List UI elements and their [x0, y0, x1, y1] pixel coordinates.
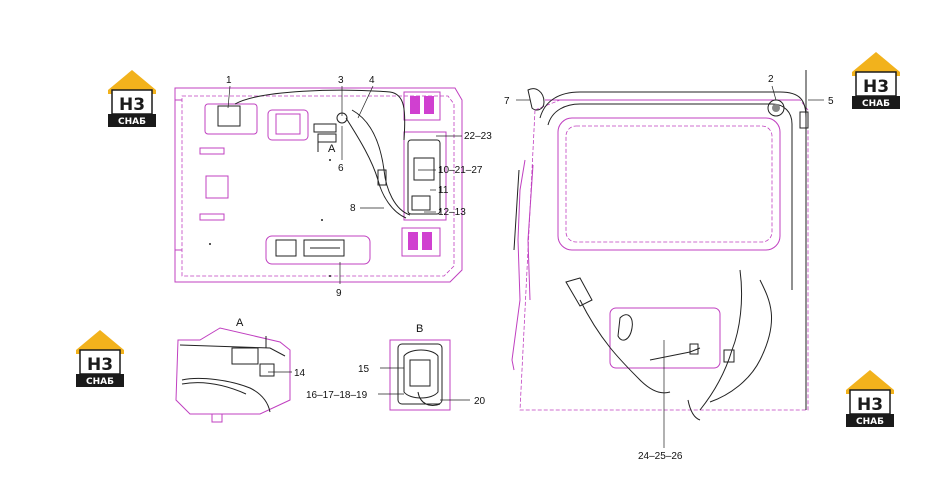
callout-24-25-26: 24–25–26	[638, 451, 683, 462]
callout-5: 5	[828, 96, 834, 107]
callout-11: 11	[438, 185, 449, 196]
logo-top-left: H3 СНАБ	[107, 69, 157, 128]
callout-12-13: 12–13	[438, 207, 466, 218]
callout-22-23: 22–23	[464, 131, 492, 142]
logo-mark: H3	[857, 395, 883, 415]
view-marker-a: A	[328, 143, 336, 155]
callout-2: 2	[768, 74, 774, 85]
callout-15: 15	[358, 364, 370, 375]
section-b-title: B	[416, 323, 423, 335]
callout-9: 9	[336, 288, 342, 299]
logo-mark: H3	[863, 77, 889, 97]
logo-mark: H3	[87, 355, 113, 375]
callout-16-17-18-19: 16–17–18–19	[306, 390, 368, 401]
callout-10-21-27: 10–21–27	[438, 165, 483, 176]
leader-lines	[227, 85, 824, 448]
callout-4: 4	[369, 75, 375, 86]
logo-bottom-left: H3 СНАБ	[75, 329, 125, 388]
logo-bottom-right: H3 СНАБ	[845, 369, 895, 428]
callout-3: 3	[338, 75, 344, 86]
callout-6: 6	[338, 163, 344, 174]
callout-14: 14	[294, 368, 306, 379]
logo-text: СНАБ	[862, 99, 890, 109]
callout-labels: 1 3 4 6 8 9 22–23 10–21–27 11 12–13 2 5 …	[226, 74, 834, 462]
logo-mark: H3	[119, 95, 145, 115]
cab-side-view	[511, 70, 809, 421]
logo-text: СНАБ	[118, 117, 146, 127]
callout-1: 1	[226, 75, 232, 86]
callout-20: 20	[474, 396, 486, 407]
section-a-title: A	[236, 317, 244, 329]
logo-top-right: H3 СНАБ	[851, 51, 901, 110]
logo-text: СНАБ	[856, 417, 884, 427]
detail-a: A	[175, 317, 291, 423]
callout-7: 7	[504, 96, 510, 107]
roof-plan-view: A	[174, 87, 463, 283]
logo-text: СНАБ	[86, 377, 114, 387]
callout-8: 8	[350, 203, 356, 214]
detail-b: B	[389, 323, 451, 411]
